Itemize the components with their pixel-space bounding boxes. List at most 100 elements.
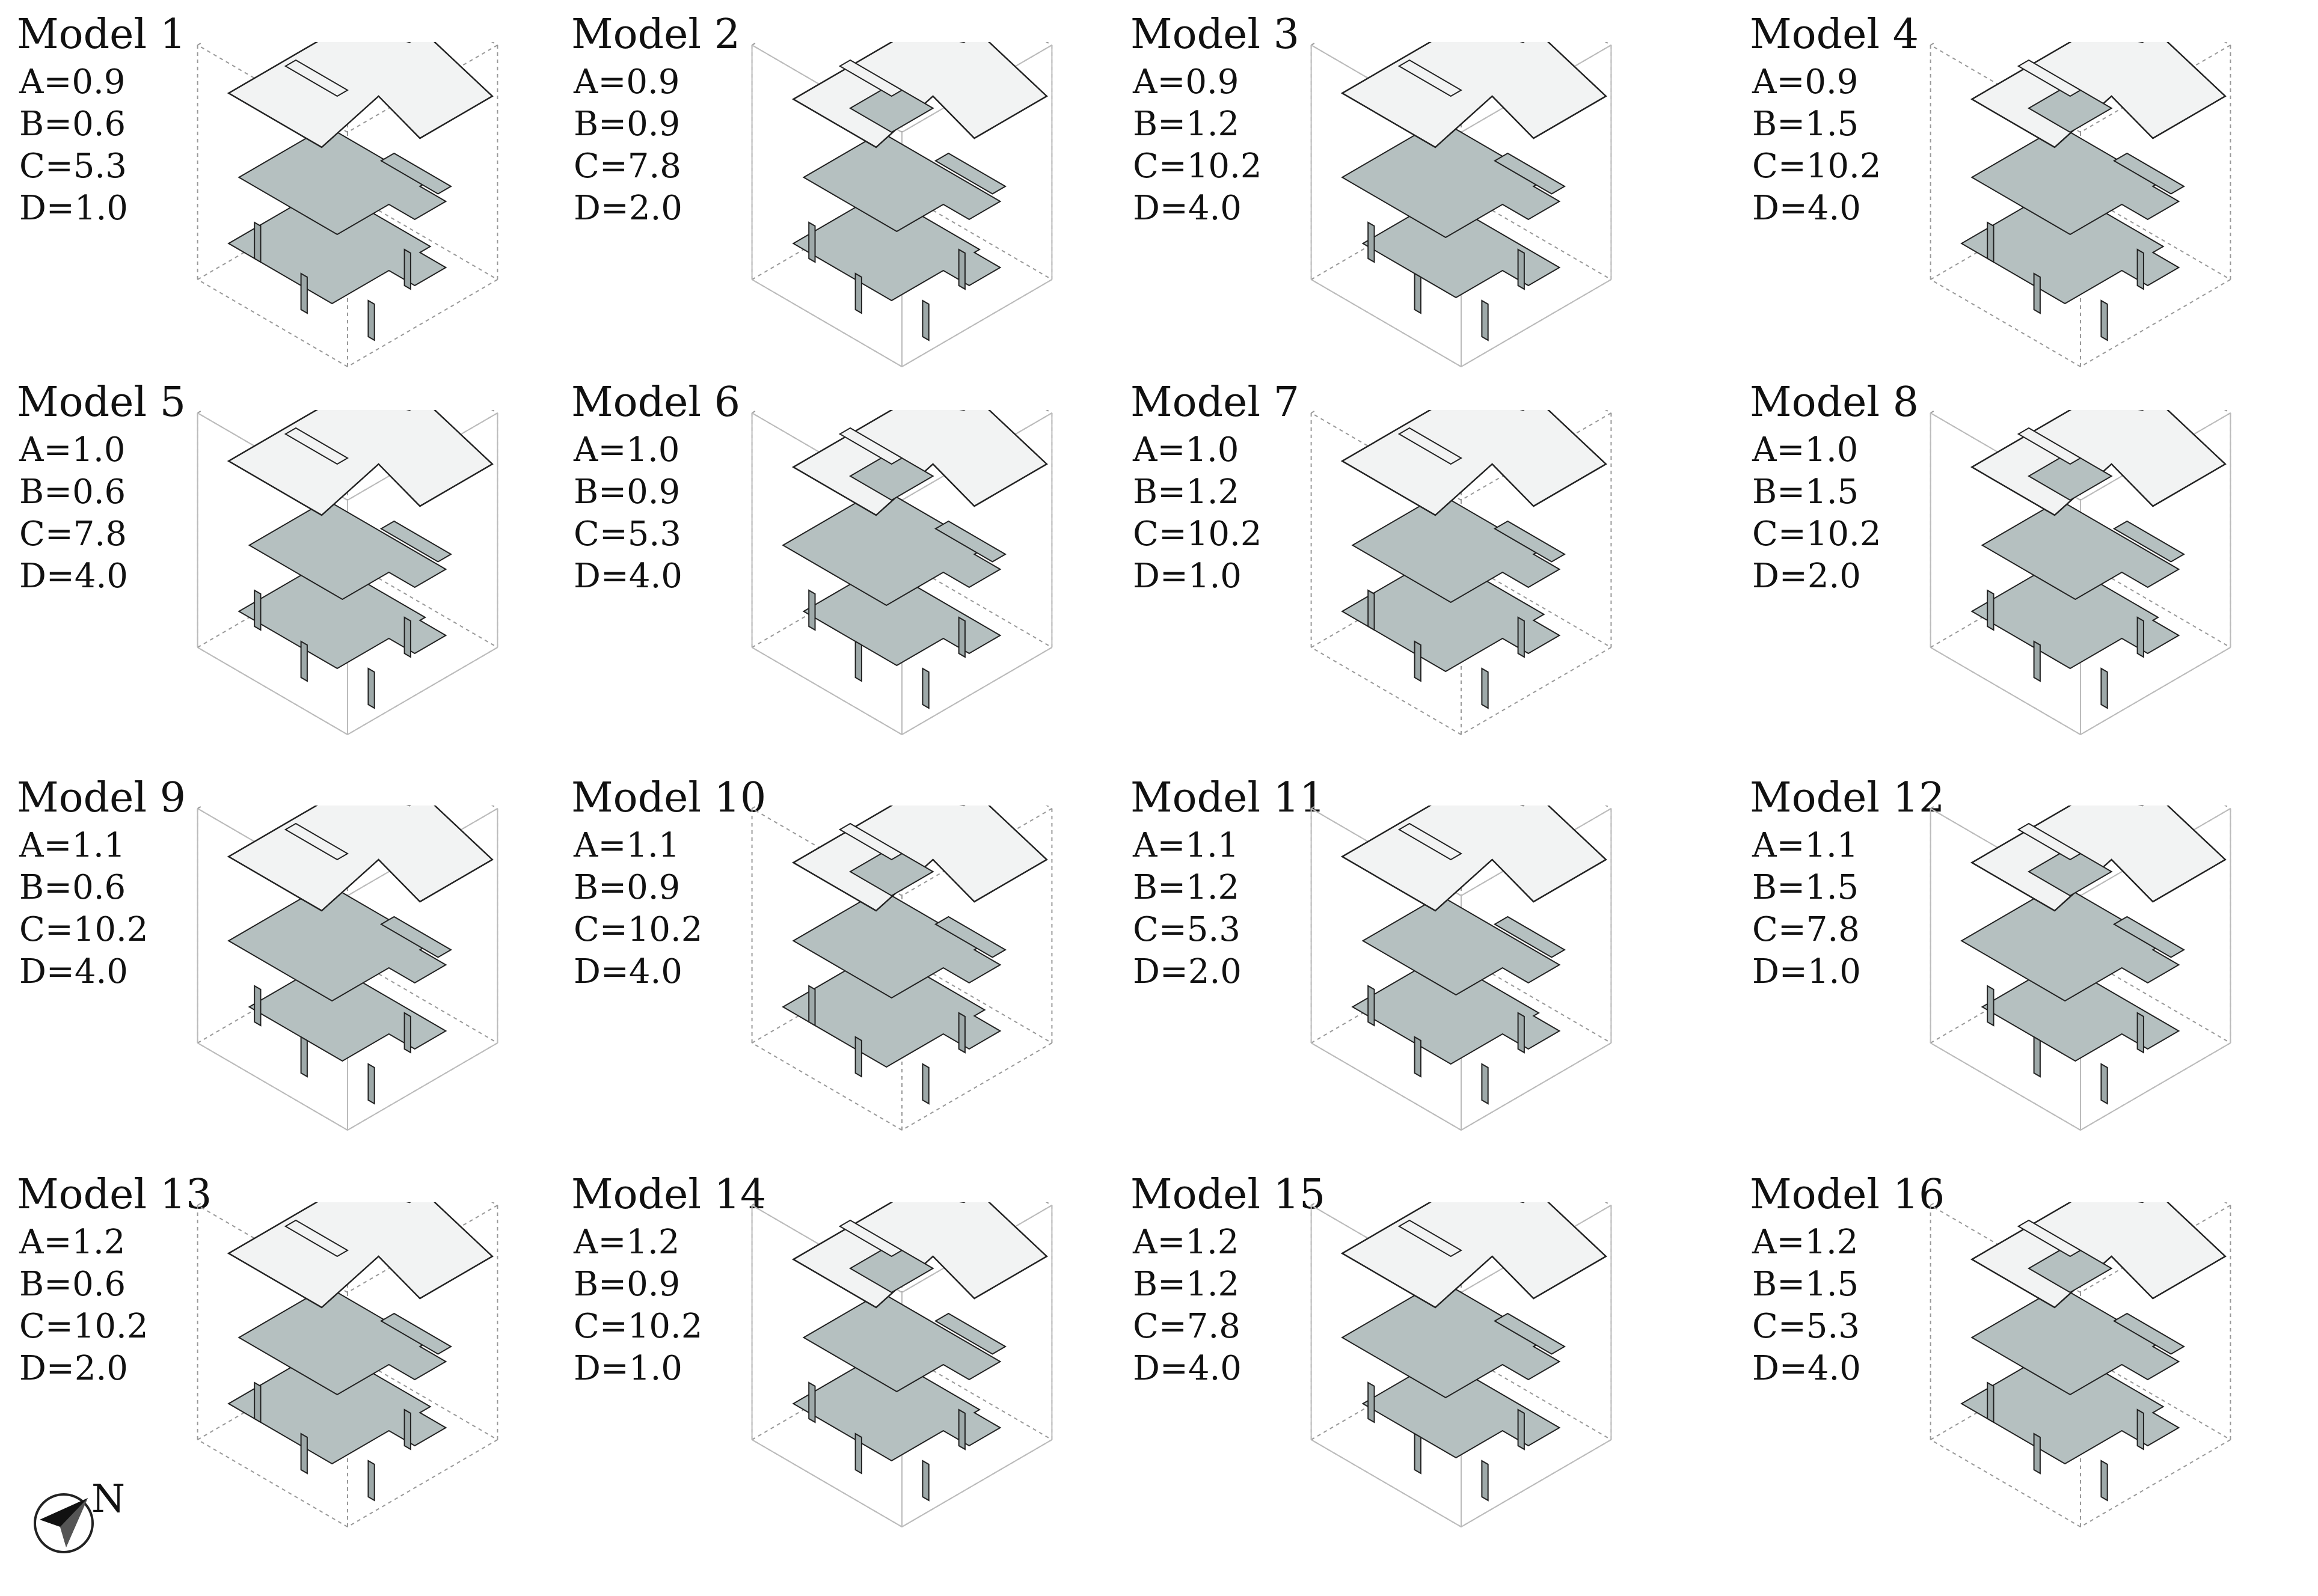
parameter-value: C=10.2: [19, 910, 149, 949]
north-label: N: [91, 1477, 125, 1521]
parameter-value: D=1.0: [1752, 952, 1861, 991]
building-drawing: [197, 325, 498, 735]
model-title: Model 16: [1750, 1171, 1945, 1218]
parameter-value: D=2.0: [19, 1349, 128, 1388]
building-drawing: [1310, 0, 1612, 367]
building-axonometric: [704, 721, 1124, 1172]
building-drawing: [197, 721, 498, 1131]
model-title: Model 5: [17, 379, 186, 426]
building-drawing: [197, 1118, 498, 1527]
building-drawing: [1930, 721, 2231, 1131]
building-drawing: [1930, 325, 2231, 735]
building-axonometric: [1882, 1118, 2303, 1569]
parameter-value: A=1.2: [19, 1223, 126, 1262]
model-title: Model 4: [1750, 11, 1919, 58]
parameter-value: B=0.9: [574, 472, 681, 512]
model-title: Model 13: [17, 1171, 212, 1218]
parameter-value: D=4.0: [19, 952, 128, 991]
model-title: Model 7: [1130, 379, 1299, 426]
building-drawing: [1310, 325, 1612, 735]
north-arrow-icon: [34, 1493, 94, 1553]
parameter-value: A=0.9: [1133, 63, 1239, 102]
parameter-value: D=2.0: [574, 189, 682, 228]
parameter-value: C=5.3: [1133, 910, 1240, 949]
parameter-value: D=4.0: [19, 557, 128, 596]
parameter-value: B=0.6: [19, 472, 126, 512]
parameter-value: D=4.0: [574, 952, 682, 991]
parameter-value: A=1.0: [574, 430, 680, 469]
building-axonometric: [149, 0, 570, 409]
parameter-value: A=1.1: [1752, 826, 1859, 865]
parameter-value: B=0.9: [574, 105, 681, 144]
model-title: Model 10: [571, 774, 767, 822]
building-axonometric: [1263, 0, 1684, 409]
parameter-value: D=2.0: [1752, 557, 1861, 596]
parameter-value: B=1.2: [1133, 1265, 1240, 1304]
building-drawing: [1930, 0, 2231, 367]
building-drawing: [1310, 721, 1612, 1131]
parameter-value: A=0.9: [574, 63, 680, 102]
building-axonometric: [149, 1118, 570, 1569]
parameter-value: C=5.3: [574, 515, 681, 554]
model-title: Model 14: [571, 1171, 767, 1218]
model-title: Model 15: [1130, 1171, 1326, 1218]
building-axonometric: [1882, 721, 2303, 1172]
model-title: Model 8: [1750, 379, 1919, 426]
parameter-value: C=7.8: [1752, 910, 1860, 949]
model-title: Model 11: [1130, 774, 1326, 822]
building-axonometric: [704, 325, 1124, 777]
building-drawing: [1310, 1118, 1612, 1527]
parameter-value: D=2.0: [1133, 952, 1242, 991]
building-axonometric: [1882, 0, 2303, 409]
building-axonometric: [1263, 721, 1684, 1172]
model-title: Model 12: [1750, 774, 1945, 822]
parameter-value: C=10.2: [574, 910, 703, 949]
parameter-value: A=1.2: [1752, 1223, 1859, 1262]
parameter-value: B=1.5: [1752, 105, 1859, 144]
parameter-value: D=4.0: [1133, 189, 1242, 228]
parameter-value: A=1.1: [19, 826, 126, 865]
model-title: Model 3: [1130, 11, 1299, 58]
parameter-value: C=7.8: [574, 147, 681, 186]
parameter-value: D=1.0: [19, 189, 128, 228]
parameter-value: A=1.0: [1752, 430, 1859, 469]
parameter-value: D=1.0: [1133, 557, 1242, 596]
building-drawing: [197, 0, 498, 367]
parameter-value: B=1.5: [1752, 868, 1859, 907]
parameter-value: C=10.2: [1133, 147, 1262, 186]
building-axonometric: [1263, 1118, 1684, 1569]
parameter-value: C=10.2: [1752, 147, 1881, 186]
building-axonometric: [1263, 325, 1684, 777]
building-drawing: [751, 325, 1053, 735]
parameter-value: A=0.9: [1752, 63, 1859, 102]
parameter-value: C=7.8: [1133, 1307, 1240, 1346]
parameter-value: B=0.6: [19, 1265, 126, 1304]
parameter-value: A=1.0: [1133, 430, 1239, 469]
parameter-value: A=1.2: [574, 1223, 680, 1262]
parameter-value: C=10.2: [19, 1307, 149, 1346]
model-title: Model 9: [17, 774, 186, 822]
